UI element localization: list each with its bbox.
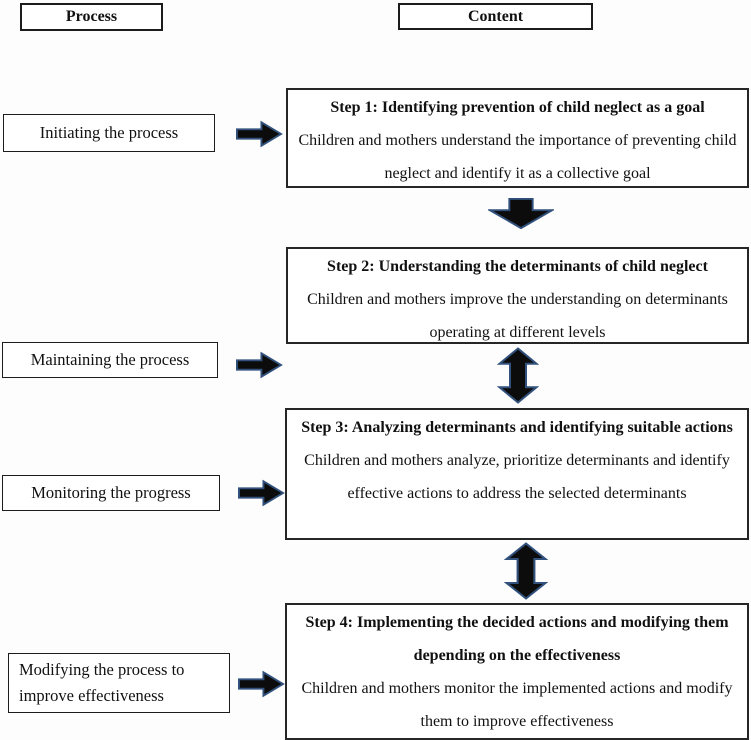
up-down-arrow-icon: [504, 542, 548, 600]
step-title: Step 3: Analyzing determinants and ident…: [301, 419, 733, 436]
process-box-maintaining: Maintaining the process: [2, 342, 218, 378]
step-body: Children and mothers improve the underst…: [307, 291, 728, 341]
right-arrow-icon: [238, 670, 285, 698]
step-title: Step 4: Implementing the decided actions…: [305, 614, 729, 664]
step-title: Step 1: Identifying prevention of child …: [330, 99, 705, 116]
process-box-monitoring: Monitoring the progress: [2, 475, 220, 511]
process-box-label: Monitoring the progress: [31, 483, 191, 502]
content-header-label: Content: [467, 7, 524, 25]
step-body: Children and mothers understand the impo…: [298, 132, 737, 182]
process-header-label: Process: [65, 8, 118, 25]
up-down-arrow-icon: [497, 347, 539, 404]
process-box-label: Modifying the process to improve effecti…: [19, 660, 185, 705]
right-arrow-icon: [236, 351, 283, 379]
content-step-1-box: Step 1: Identifying prevention of child …: [286, 88, 749, 188]
content-column-header: Content: [398, 3, 593, 30]
process-column-header: Process: [20, 3, 163, 31]
right-arrow-icon: [238, 479, 285, 507]
process-box-label: Initiating the process: [39, 123, 179, 142]
step-body: Children and mothers analyze, prioritize…: [304, 452, 730, 502]
step-body: Children and mothers monitor the impleme…: [301, 680, 733, 730]
content-step-4-box: Step 4: Implementing the decided actions…: [285, 603, 749, 740]
process-box-modifying: Modifying the process to improve effecti…: [8, 653, 230, 713]
down-arrow-icon: [488, 198, 554, 230]
content-step-2-box: Step 2: Understanding the determinants o…: [286, 247, 749, 344]
process-box-label: Maintaining the process: [30, 350, 190, 369]
process-box-initiating: Initiating the process: [3, 114, 215, 152]
right-arrow-icon: [236, 120, 283, 148]
step-title: Step 2: Understanding the determinants o…: [327, 258, 708, 275]
content-step-3-box: Step 3: Analyzing determinants and ident…: [285, 408, 749, 540]
